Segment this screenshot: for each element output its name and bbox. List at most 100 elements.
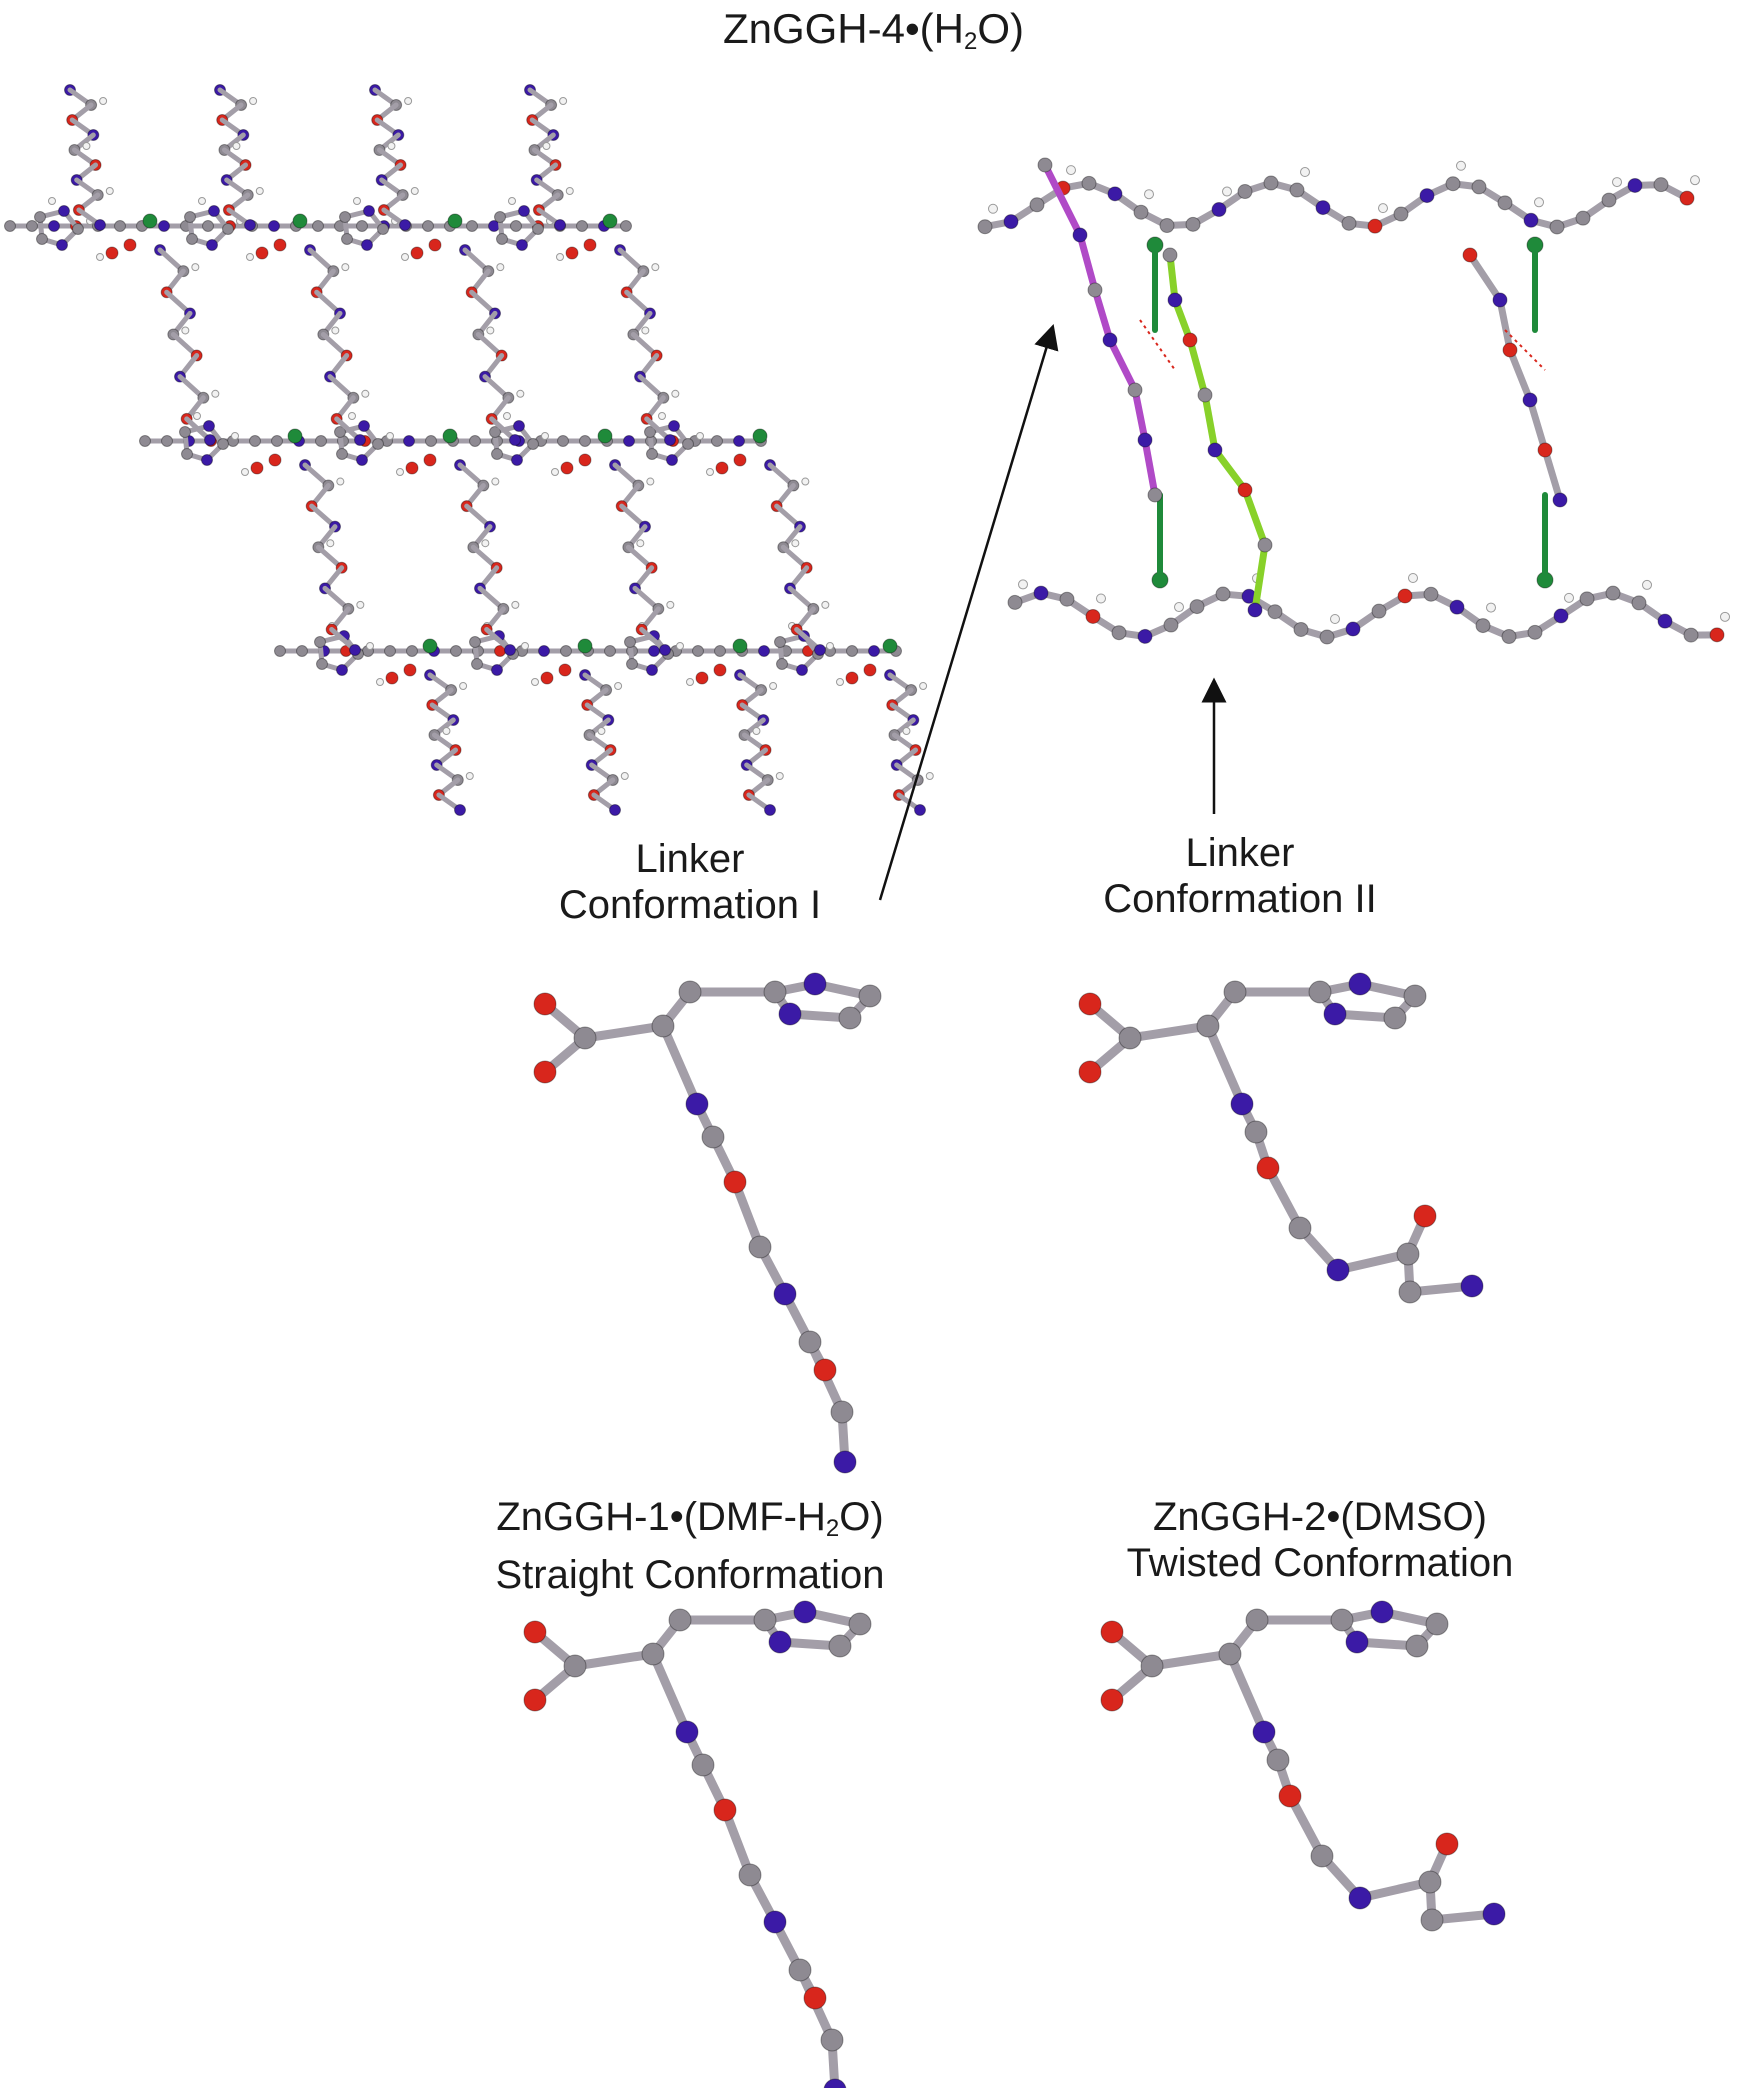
hydrogen-atom: [1486, 602, 1496, 613]
hydrogen-atom: [1066, 165, 1076, 176]
conf1-line2: Conformation I: [558, 883, 822, 927]
bond: [1251, 541, 1269, 614]
oxygen-atom: [1182, 332, 1198, 348]
nitrogen-atom: [623, 435, 635, 447]
carbon-atom: [334, 426, 346, 438]
oxygen-atom: [1085, 608, 1101, 624]
nitrogen-atom: [1033, 585, 1049, 601]
hydrogen-atom: [836, 678, 844, 686]
hydrogen-atom: [565, 187, 574, 195]
hydrogen-atom: [556, 253, 564, 261]
carbon-atom: [1244, 1120, 1268, 1144]
nitrogen-atom: [646, 664, 658, 676]
nitrogen-atom: [538, 645, 550, 657]
carbon-atom: [1118, 1026, 1142, 1050]
carbon-atom: [377, 223, 389, 235]
carbon-atom: [846, 645, 858, 657]
nitrogen-atom: [1522, 392, 1538, 408]
hydrogen-atom: [331, 326, 340, 335]
nitrogen-atom: [793, 1600, 817, 1624]
carbon-atom: [1293, 621, 1309, 637]
oxygen-atom: [405, 461, 419, 475]
carbon-atom: [1497, 195, 1513, 211]
oxygen-atom: [533, 992, 557, 1016]
nitrogen-atom: [206, 239, 218, 251]
carbon-atom: [646, 448, 658, 460]
nitrogen-atom: [363, 205, 375, 217]
carbon-atom: [838, 1006, 862, 1030]
oxygen-atom: [1100, 1620, 1124, 1644]
carbon-atom: [496, 233, 508, 245]
carbon-atom: [161, 435, 173, 447]
carbon-atom: [336, 448, 348, 460]
carbon-atom: [1111, 625, 1127, 641]
hydrogen-atom: [1408, 572, 1418, 583]
carbon-atom: [274, 645, 286, 657]
hydrogen-atom: [96, 253, 104, 261]
hydrogen-atom: [641, 326, 650, 335]
bond: [1147, 1649, 1235, 1671]
nitrogen-atom: [609, 804, 621, 816]
carbon-atom: [798, 1330, 822, 1354]
nitrogen-atom: [491, 664, 503, 676]
carbon-atom: [1423, 586, 1439, 602]
figure-title: ZnGGH-4•(H2O): [0, 6, 1747, 65]
hydrogen-atom: [181, 326, 190, 335]
hydrogen-atom: [636, 539, 645, 548]
hydrogen-atom: [925, 772, 934, 780]
oxygen-atom: [268, 453, 282, 467]
hydrogen-atom: [1564, 592, 1574, 603]
nitrogen-atom: [356, 454, 368, 466]
carbon-atom: [711, 435, 723, 447]
nitrogen-atom: [803, 972, 827, 996]
zn1-line1: ZnGGH-1•(DMF-H2O): [440, 1494, 940, 1552]
carbon-atom: [714, 645, 726, 657]
nitrogen-atom: [516, 239, 528, 251]
carbon-atom: [644, 426, 656, 438]
carbon-atom: [1445, 176, 1461, 192]
oxygen-atom: [863, 663, 877, 677]
bond: [1496, 296, 1514, 354]
hydrogen-atom: [516, 389, 525, 398]
carbon-atom: [573, 1026, 597, 1050]
oxygen-atom: [273, 238, 287, 252]
carbon-atom: [532, 223, 544, 235]
carbon-atom: [557, 435, 569, 447]
oxygen-atom: [1502, 342, 1518, 358]
carbon-atom: [1029, 197, 1045, 213]
carbon-atom: [296, 645, 308, 657]
bond: [1541, 446, 1564, 504]
zinc-atom: [577, 638, 593, 654]
carbon-atom: [34, 211, 46, 223]
carbon-atom: [753, 1608, 777, 1632]
hydrogen-atom: [620, 772, 629, 780]
hydrogen-atom: [341, 263, 350, 272]
oxygen-atom: [1237, 482, 1253, 498]
carbon-atom: [576, 220, 588, 232]
hydrogen-atom: [1018, 579, 1028, 590]
nitrogen-atom: [1449, 599, 1465, 615]
carbon-atom: [1471, 179, 1487, 195]
hydrogen-atom: [481, 539, 490, 548]
nitrogen-atom: [204, 434, 216, 446]
hydrogen-atom: [1096, 593, 1106, 604]
oxygen-atom: [1367, 218, 1383, 234]
oxygen-atom: [410, 246, 424, 260]
hydrogen-atom: [902, 727, 911, 735]
carbon-atom: [1308, 980, 1332, 1004]
hydrogen-atom: [988, 203, 998, 214]
carbon-atom: [1289, 182, 1305, 198]
hydrogen-atom: [353, 197, 361, 205]
hydrogen-atom: [696, 432, 704, 440]
carbon-atom: [1319, 629, 1335, 645]
carbon-atom: [830, 1400, 854, 1424]
zn1-line2: Straight Conformation: [495, 1553, 885, 1597]
bond: [1225, 1649, 1269, 1737]
carbon-atom: [692, 645, 704, 657]
nitrogen-atom: [833, 1450, 857, 1474]
carbon-atom: [1223, 980, 1247, 1004]
carbon-atom: [314, 636, 326, 648]
hydrogen-atom: [1330, 613, 1340, 624]
oxygen-atom: [723, 1170, 747, 1194]
carbon-atom: [491, 448, 503, 460]
